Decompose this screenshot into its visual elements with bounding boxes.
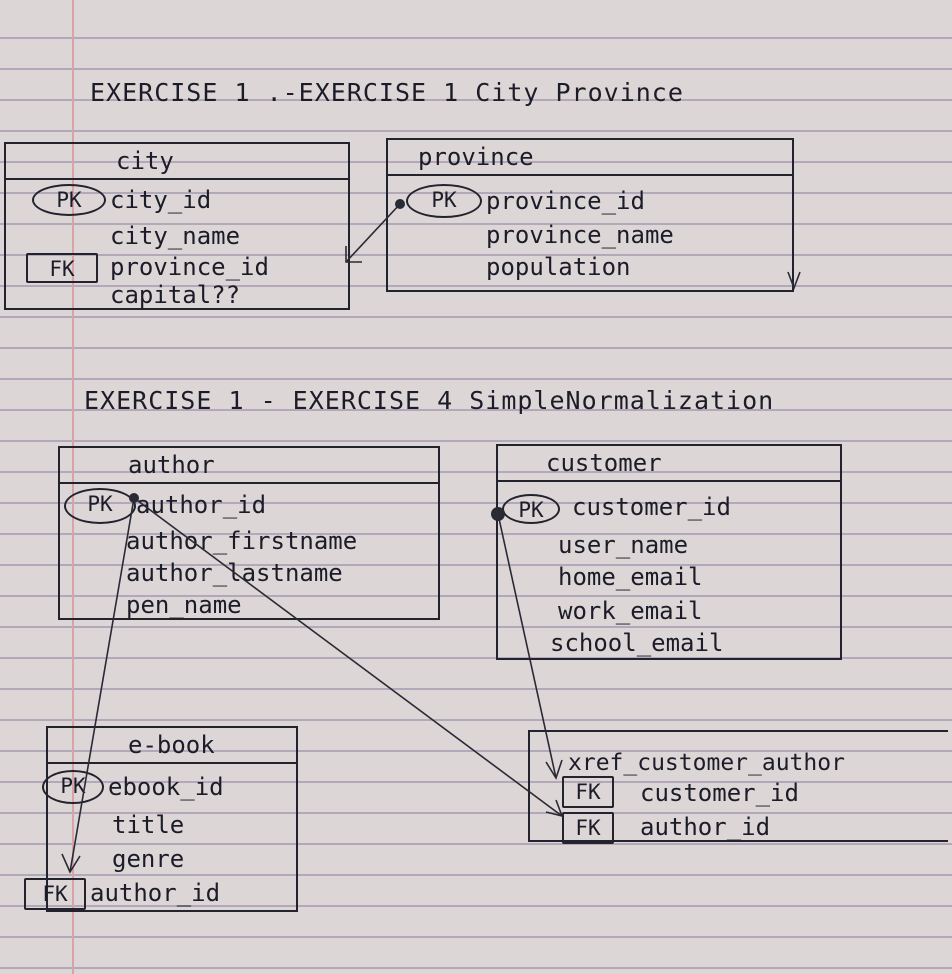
xref-customer-author-entity: xref_customer_author FK customer_id FK a… [528,730,948,844]
city-attr-capital: capital?? [110,281,241,309]
author-entity-title: author [60,448,438,484]
customer-entity-title: customer [498,446,840,482]
customer-pk-marker: PK [502,494,560,524]
author-entity: author PK author_id author_firstname aut… [58,446,440,620]
arrowhead-xref-author [545,799,564,818]
author-attr-author-firstname: author_firstname [126,527,358,555]
ebook-fk-marker: FK [24,878,86,910]
customer-attr-home-email: home_email [558,563,703,591]
customer-entity: customer PK customer_id user_name home_e… [496,444,842,660]
city-entity-title: city [6,144,348,180]
dot-author-pk [129,493,139,503]
link-author-xref [133,497,563,817]
xref-attr-author-id: author_id [640,813,771,841]
city-attr-province-id: province_id [110,253,269,281]
province-edge-arrow [787,271,801,291]
link-author-ebook [69,497,135,873]
ebook-attr-author-id: author_id [90,879,221,907]
customer-attr-user-name: user_name [558,531,689,559]
ebook-entity-title: e-book [48,728,296,764]
customer-attr-customer-id: customer_id [572,493,731,521]
exercise-1-heading: EXERCISE 1 .-EXERCISE 1 City Province [90,78,684,107]
link-customer-xref [497,513,557,779]
province-entity-title: province [388,140,792,176]
arrowhead-city [345,246,362,263]
link-province-city [345,203,401,263]
xref-entity-title: xref_customer_author [568,750,845,776]
dot-province-pk [395,199,405,209]
notebook-margin-line [72,0,74,974]
xref-fk-marker-author: FK [562,812,614,844]
exercise-4-heading: EXERCISE 1 - EXERCISE 4 SimpleNormalizat… [84,386,775,415]
province-attr-province-name: province_name [486,221,674,249]
ebook-entity: e-book PK ebook_id title genre FK author… [24,726,298,912]
city-pk-marker: PK [32,184,106,216]
province-pk-marker: PK [406,184,482,218]
ebook-pk-marker: PK [42,770,104,804]
city-entity: city PK city_id city_name FK province_id… [4,142,350,310]
city-fk-marker: FK [26,253,98,283]
author-attr-author-id: author_id [136,491,267,519]
province-attr-population: population [486,253,631,281]
city-attr-city-id: city_id [110,186,212,214]
xref-attr-customer-id: customer_id [640,779,799,807]
customer-attr-school-email: school_email [550,629,724,657]
author-pk-marker: PK [64,488,136,524]
city-attr-city-name: city_name [110,222,241,250]
ebook-attr-title: title [112,811,185,839]
customer-attr-work-email: work_email [558,597,703,625]
ebook-attr-ebook-id: ebook_id [108,773,224,801]
arrowhead-xref-customer [545,759,563,780]
province-attr-province-id: province_id [486,187,645,215]
author-attr-pen-name: pen_name [126,591,242,619]
arrowhead-ebook [61,853,81,874]
dot-customer-pk [491,507,505,521]
ebook-attr-genre: genre [112,845,185,873]
province-entity: province PK province_id province_name po… [386,138,794,292]
xref-fk-marker-customer: FK [562,776,614,808]
